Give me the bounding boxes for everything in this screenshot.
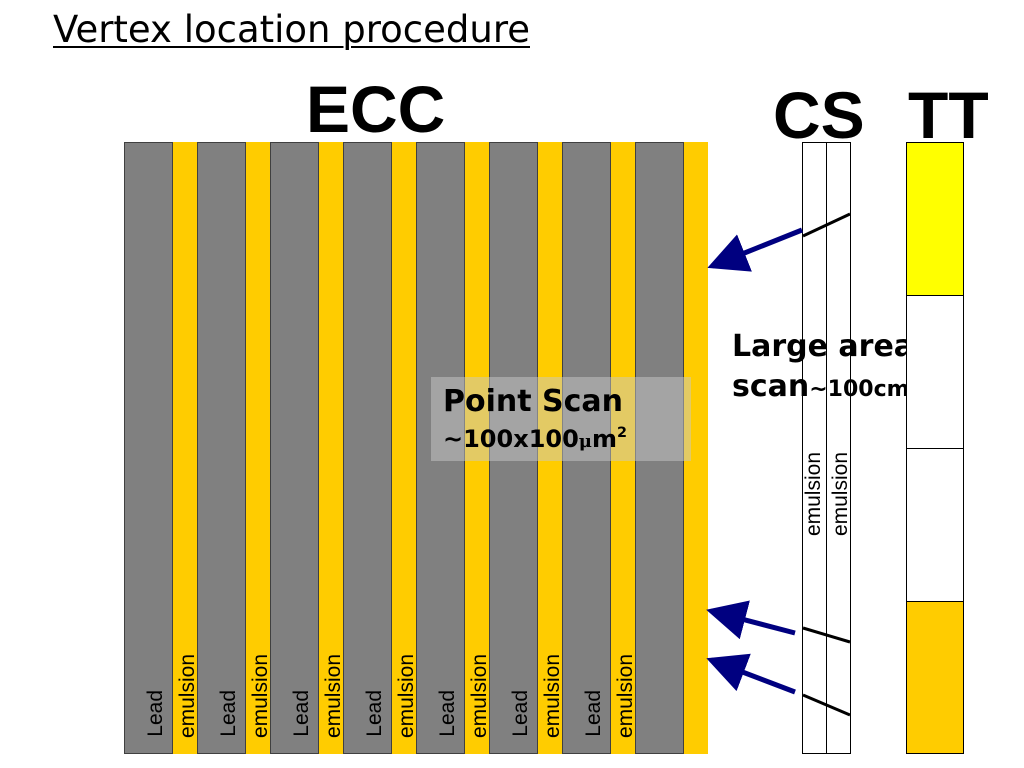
- ecc-layer-lead: Lead: [124, 142, 173, 754]
- ecc-layer-lead: Lead: [197, 142, 246, 754]
- ecc-heading: ECC: [306, 72, 446, 146]
- point-scan-box: [431, 377, 691, 461]
- tt-panel-4: [906, 601, 964, 754]
- tt-heading: TT: [908, 78, 989, 152]
- arrow-middle: [706, 600, 796, 640]
- arrow-top: [707, 227, 803, 272]
- large-area-title: Large area: [732, 329, 915, 364]
- ecc-layer-emulsion: emulsion: [319, 142, 345, 754]
- point-scan-size: ~100x100μm2: [443, 424, 628, 453]
- point-scan-title: Point Scan: [443, 384, 624, 419]
- cs-track-bottom: [802, 693, 851, 717]
- tt-panel-2: [906, 295, 964, 449]
- ecc-layer-lead: Lead: [343, 142, 392, 754]
- cs-heading: CS: [773, 78, 865, 152]
- arrow-bottom: [706, 653, 796, 695]
- tt-panel-1: [906, 142, 964, 296]
- ecc-layer-emulsion: emulsion: [392, 142, 418, 754]
- page-title: Vertex location procedure: [53, 8, 530, 51]
- cs-track-middle: [802, 626, 851, 644]
- cs-track-top: [802, 212, 851, 238]
- tt-panel-3: [906, 448, 964, 602]
- ecc-layer-lead: Lead: [270, 142, 319, 754]
- ecc-layer-emulsion: emulsion: [246, 142, 272, 754]
- ecc-layer-emulsion: emulsion: [173, 142, 199, 754]
- cs-strip-2: [826, 142, 851, 754]
